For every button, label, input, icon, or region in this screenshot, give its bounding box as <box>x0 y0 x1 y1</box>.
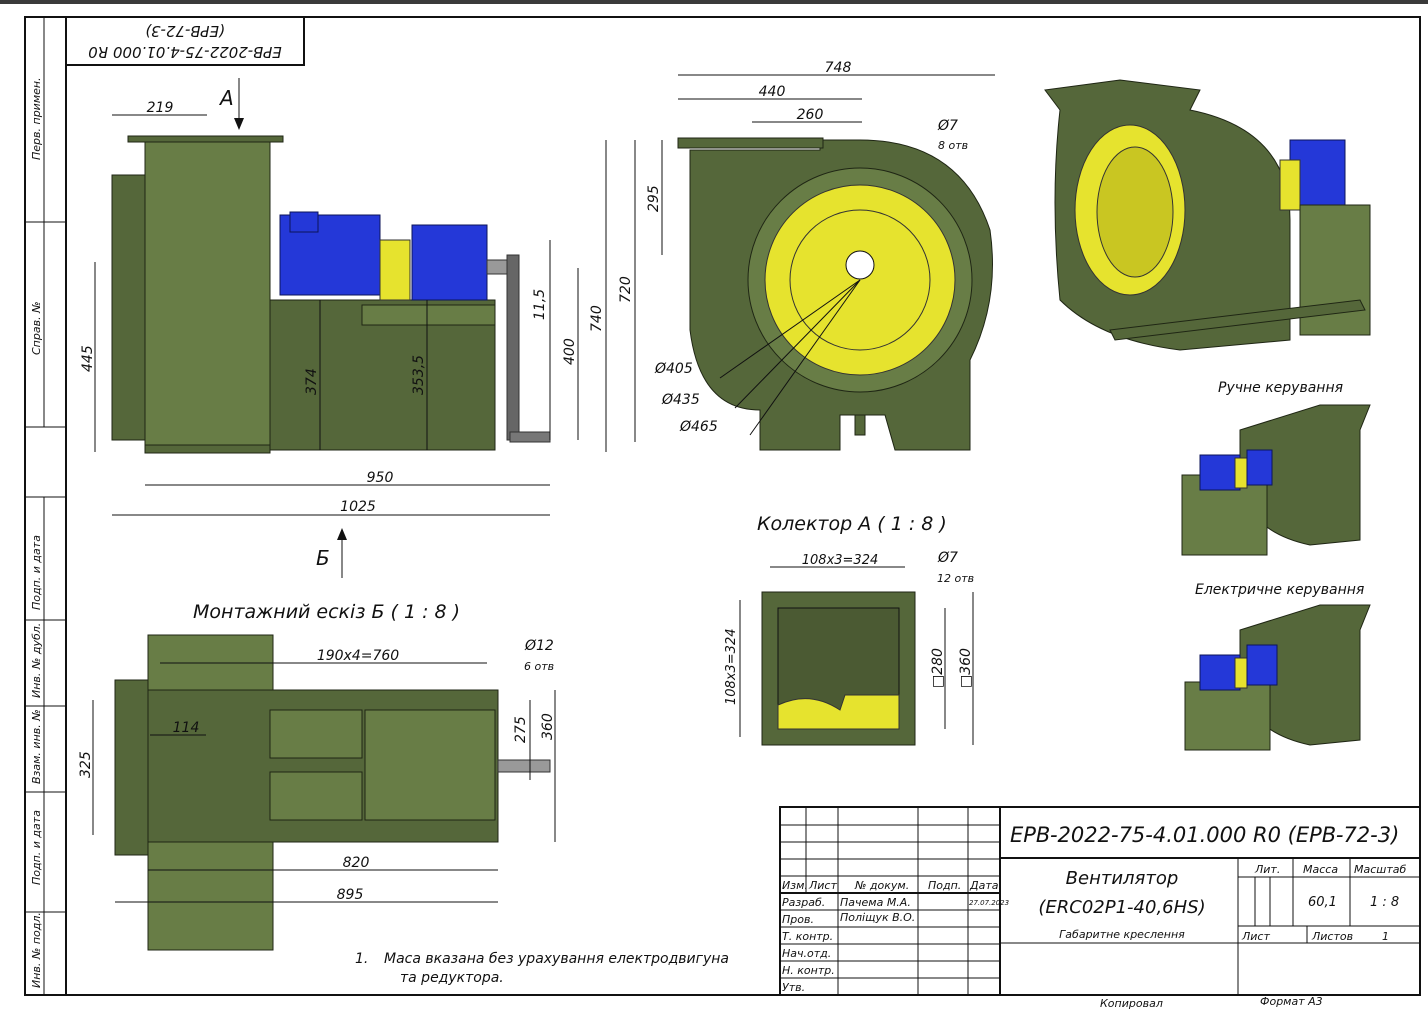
dim-748: 748 <box>825 60 852 76</box>
coupling <box>379 239 411 301</box>
dim-950: 950 <box>367 470 394 486</box>
tb-date: 27.07.2023 <box>969 899 1009 907</box>
front-hole-diameter: Ø7 <box>937 118 958 134</box>
mount-dim-820: 820 <box>343 855 370 871</box>
tb-hdr-data: Дата <box>969 879 999 892</box>
tb-name1: Вентилятор <box>1066 868 1179 889</box>
dim-d465: Ø465 <box>679 419 718 435</box>
note-number: 1. <box>355 951 368 967</box>
stamp-podp-data-1: Подп. и дата <box>30 535 43 610</box>
render-electric-label: Електричне керування <box>1195 582 1364 598</box>
tb-designation: EPB-2022-75-4.01.000 R0 (EPB-72-3) <box>1010 823 1399 847</box>
collector-hole-diameter: Ø7 <box>937 550 958 566</box>
mount-hole-count: 6 отв <box>524 660 554 673</box>
tb-scale: 1 : 8 <box>1370 895 1399 910</box>
collector-title: Колектор А ( 1 : 8 ) <box>757 513 947 535</box>
tb-role: Н. контр. <box>782 964 835 977</box>
tb-role: Разраб. <box>782 896 825 909</box>
mount-dim-114: 114 <box>173 720 200 736</box>
dim-219: 219 <box>147 100 174 116</box>
tb-name: Пачема М.А. <box>840 896 911 909</box>
stamp-podp-data-2: Подп. и дата <box>30 810 43 885</box>
dim-d435: Ø435 <box>661 392 700 408</box>
dim-260: 260 <box>797 107 824 123</box>
mount-dim-275: 275 <box>513 716 529 743</box>
tb-name2: (ERC02P1-40,6HS) <box>1038 897 1205 918</box>
tb-role: Т. контр. <box>782 930 833 943</box>
mount-dim-360: 360 <box>540 713 556 740</box>
top-stamp-line1: EPB-2022-75-4.01.000 R0 <box>88 43 282 61</box>
dim-374: 374 <box>304 368 320 395</box>
stamp-vzam-inv: Взам. инв. № <box>30 709 43 784</box>
stamp-inv-dubl: Инв. № дубл. <box>30 623 43 698</box>
mount-hole-diameter: Ø12 <box>524 638 554 654</box>
dim-d405: Ø405 <box>654 361 693 377</box>
side-view <box>111 135 551 454</box>
dim-353: 353,5 <box>411 355 427 395</box>
stamp-perv-primen: Перв. примен. <box>30 77 43 160</box>
collector-dim-side: 108x3=324 <box>724 629 739 705</box>
tb-doc-type: Габаритне креслення <box>1059 928 1185 941</box>
note-line2: та редуктора. <box>400 970 504 986</box>
tb-lit-label: Лит. <box>1254 863 1280 876</box>
stamp-sprav: Справ. № <box>30 301 43 355</box>
tb-sheets-label: Листов <box>1311 930 1353 943</box>
tb-mass-label: Масса <box>1303 863 1338 876</box>
tb-role: Утв. <box>782 981 805 994</box>
collector-dim-280: □280 <box>930 648 946 688</box>
render-electric <box>1184 604 1371 751</box>
tb-hdr-list: Лист <box>808 879 837 892</box>
window-top-bar <box>0 0 1428 4</box>
tb-sheets: 1 <box>1382 930 1389 943</box>
tb-hdr-podp: Подп. <box>928 879 961 892</box>
tb-scale-label: Масштаб <box>1354 863 1406 876</box>
gearbox <box>411 224 488 301</box>
collector-hole-count: 12 отв <box>937 572 974 585</box>
collector-view <box>761 591 916 746</box>
tb-role: Пров. <box>782 913 814 926</box>
collector-dim-top: 108x3=324 <box>802 553 878 568</box>
mount-view <box>114 634 551 951</box>
dim-400: 400 <box>562 338 578 365</box>
tb-mass: 60,1 <box>1308 895 1337 910</box>
tb-name: Поліщук В.О. <box>840 911 915 924</box>
tb-hdr-izm: Изм. <box>782 879 808 892</box>
dim-740: 740 <box>589 305 605 332</box>
title-block <box>779 806 1421 996</box>
render-manual <box>1181 404 1371 556</box>
footer-copied: Копировал <box>1100 997 1163 1010</box>
footer-format: Формат А3 <box>1260 995 1323 1008</box>
top-rotated-stamp <box>65 16 305 66</box>
mount-dim-760: 190x4=760 <box>317 648 399 664</box>
render-main <box>1044 79 1371 351</box>
dim-1025: 1025 <box>340 499 376 515</box>
dim-295: 295 <box>646 185 662 212</box>
dim-445: 445 <box>80 345 96 372</box>
dim-11-5: 11,5 <box>532 289 548 320</box>
stamp-inv-podl: Инв. № подл. <box>30 912 43 988</box>
front-view <box>677 137 993 451</box>
render-manual-label: Ручне керування <box>1218 380 1343 396</box>
mount-dim-895: 895 <box>337 887 364 903</box>
dim-440: 440 <box>759 84 786 100</box>
mount-title: Монтажний ескіз Б ( 1 : 8 ) <box>193 601 460 623</box>
note-line1: Маса вказана без урахування електродвигу… <box>384 951 729 967</box>
dim-720: 720 <box>618 276 634 303</box>
tb-role: Нач.отд. <box>782 947 831 960</box>
top-stamp-line2: (EPB-72-3) <box>145 22 225 40</box>
tb-hdr-doc: № докум. <box>854 879 909 892</box>
front-hole-count: 8 отв <box>938 139 968 152</box>
view-arrow-b: Б <box>316 546 330 570</box>
mount-dim-325: 325 <box>78 751 94 778</box>
view-arrow-a: А <box>218 86 234 110</box>
collector-dim-360: □360 <box>958 648 974 688</box>
tb-sheet-label: Лист <box>1241 930 1270 943</box>
